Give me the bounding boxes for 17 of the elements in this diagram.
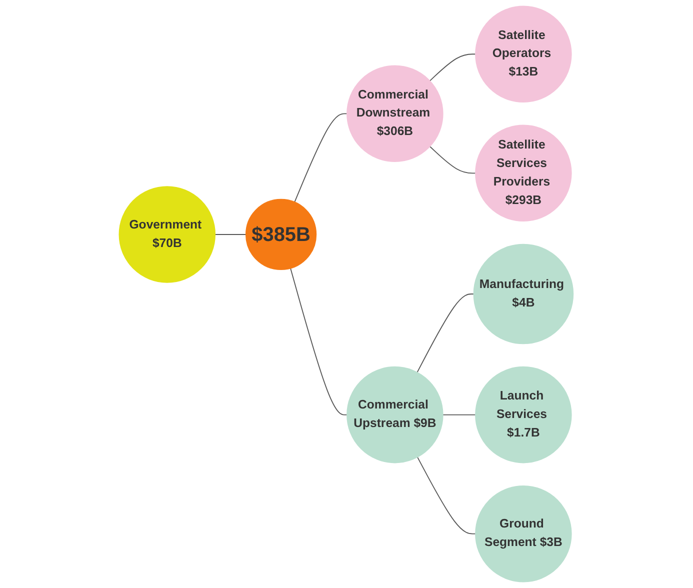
connector [215, 234, 247, 235]
connector [417, 294, 474, 373]
node-circle: Manufacturing $4B [474, 244, 574, 344]
node-circle: Satellite Operators $13B [475, 6, 572, 103]
connector [442, 414, 476, 416]
connector [290, 268, 348, 416]
node-circle: Ground Segment $3B [475, 485, 572, 582]
node-circle: Commercial Downstream $306B [346, 65, 444, 162]
node-circle: Satellite Services Providers $293B [475, 124, 572, 222]
node-circle: Government $70B [119, 186, 216, 283]
node-circle: $385B [246, 198, 317, 270]
connector [430, 146, 476, 174]
connector [294, 113, 348, 202]
node-circle: Launch Services $1.7B [475, 366, 572, 464]
connector [417, 456, 476, 534]
node-circle: Commercial Upstream $9B [346, 366, 444, 464]
connector [430, 54, 476, 82]
